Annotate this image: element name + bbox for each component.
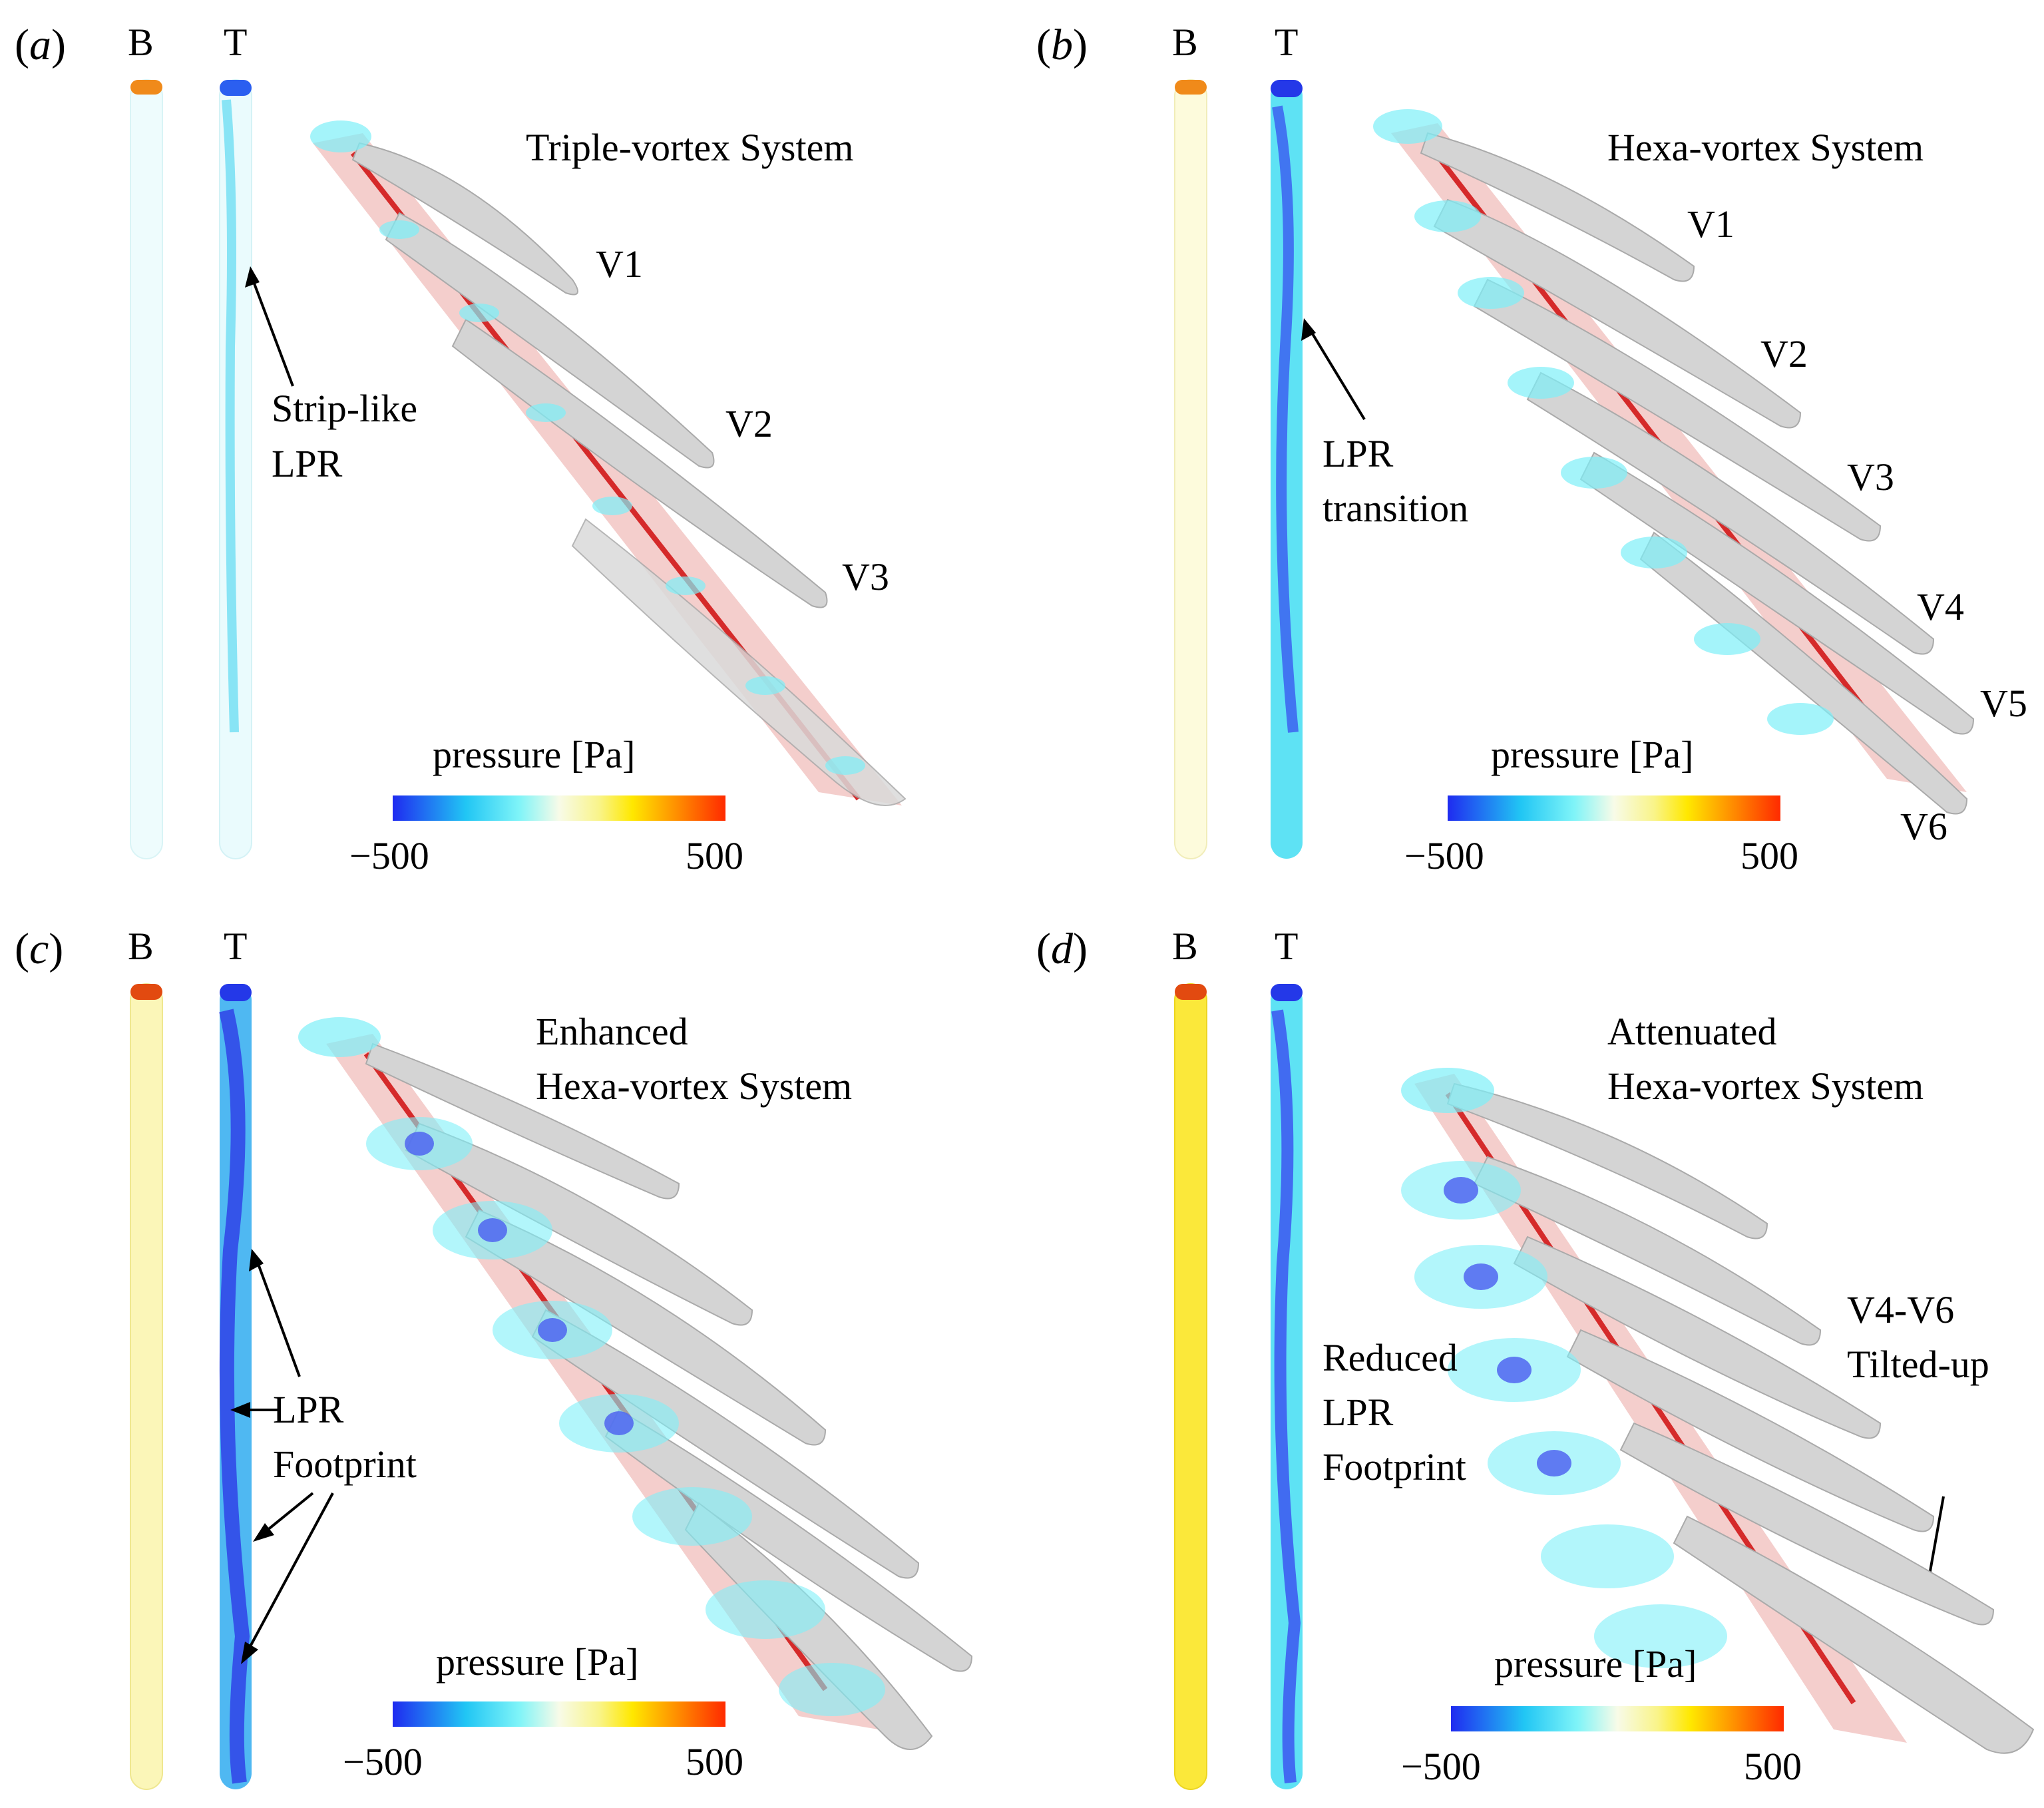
system-title-line-1: Attenuated [1607, 1010, 1777, 1053]
colorbar-title: pressure [Pa] [1494, 1642, 1697, 1686]
system-title-line-2: Hexa-vortex System [1607, 1064, 1924, 1108]
system-title: Triple-vortex System [526, 126, 854, 169]
system-title-line-1: Enhanced [536, 1010, 688, 1053]
panel-label: (b) [1036, 21, 1088, 69]
vortex-v1 [351, 142, 578, 296]
colorbar-min: −500 [1401, 1745, 1481, 1788]
vortex-label-v5: V5 [1980, 682, 2027, 725]
vortex-label-v3: V3 [1847, 455, 1894, 499]
annotation-line-2: LPR [1323, 1391, 1394, 1434]
vortex-v3 [451, 318, 828, 608]
vortex-v2 [1433, 198, 1802, 429]
strip-label-b: B [128, 21, 154, 64]
vortex-v3 [1473, 278, 1882, 542]
strip-label-t: T [224, 21, 248, 64]
strip-label-t: T [224, 925, 248, 968]
colorbar-min: −500 [1404, 834, 1484, 877]
colorbar-max: 500 [686, 1740, 743, 1783]
panel-label: (a) [15, 21, 66, 69]
vortex-label-v2: V2 [1760, 332, 1808, 375]
vortex-label-v3: V3 [842, 555, 889, 598]
colorbar [1451, 1706, 1784, 1731]
delta-wing [313, 133, 902, 805]
colorbar-max: 500 [686, 834, 743, 877]
annotation-line-2: transition [1323, 487, 1469, 530]
bottom-surface-strip [130, 983, 163, 1790]
vortex-v5 [1579, 451, 1975, 735]
annotation-line-1: Reduced [1323, 1336, 1458, 1379]
annotation-line-2: LPR [272, 442, 343, 485]
panel-b-figure [1174, 79, 1975, 859]
vortex-label-v1: V1 [596, 242, 643, 286]
panel-a: (a) B T Triple-vortex System V1 V2 V3 St… [0, 0, 1022, 904]
panel-label: (d) [1036, 925, 1088, 973]
panel-b: (b) B T Hexa-vortex System V1 V2 V3 V4 V… [1022, 0, 2043, 904]
colorbar-title: pressure [Pa] [1491, 733, 1694, 776]
vortex-v6 [1639, 531, 1968, 815]
colorbar [1448, 795, 1780, 821]
strip-label-b: B [1172, 925, 1198, 968]
colorbar-min: −500 [343, 1740, 423, 1783]
system-title: Hexa-vortex System [1607, 126, 1924, 169]
vortex-label-v4: V4 [1917, 585, 1964, 628]
colorbar-max: 500 [1744, 1745, 1802, 1788]
bottom-surface-strip [130, 79, 163, 859]
bottom-surface-strip [1174, 983, 1207, 1790]
panel-d-figure [1174, 983, 2035, 1790]
vortex-label-v6: V6 [1900, 805, 1947, 848]
annotation-line-1: LPR [1323, 432, 1394, 475]
colorbar-title: pressure [Pa] [433, 733, 636, 776]
vortex-v4 [1526, 371, 1935, 655]
vortex-label-v2: V2 [725, 402, 773, 445]
colorbar-max: 500 [1740, 834, 1798, 877]
panel-c: (c) B T Enhanced Hexa-vortex System LPR … [0, 904, 1022, 1808]
strip-label-b: B [1172, 21, 1198, 64]
annotation-line-3: Footprint [1323, 1445, 1466, 1488]
annotation-line-1: LPR [273, 1388, 344, 1431]
colorbar-min: −500 [349, 834, 429, 877]
colorbar [393, 1701, 725, 1727]
strip-label-t: T [1275, 925, 1299, 968]
strip-label-t: T [1275, 21, 1299, 64]
annotation-line-2: Footprint [273, 1443, 417, 1486]
panel-label: (c) [15, 925, 64, 973]
annotation2-line-2: Tilted-up [1847, 1343, 1989, 1386]
panel-c-figure [130, 983, 973, 1790]
panel-a-figure [130, 79, 907, 859]
vortex-label-v1: V1 [1687, 202, 1735, 246]
system-title-line-2: Hexa-vortex System [536, 1064, 853, 1108]
vortex-v1 [1420, 132, 1695, 282]
strip-label-b: B [128, 925, 154, 968]
panel-d: (d) B T Attenuated Hexa-vortex System Re… [1022, 904, 2043, 1808]
colorbar-title: pressure [Pa] [436, 1640, 639, 1684]
bottom-surface-strip [1174, 79, 1207, 859]
colorbar [393, 795, 725, 821]
annotation2-line-1: V4-V6 [1847, 1288, 1955, 1331]
annotation-line-1: Strip-like [272, 387, 418, 430]
